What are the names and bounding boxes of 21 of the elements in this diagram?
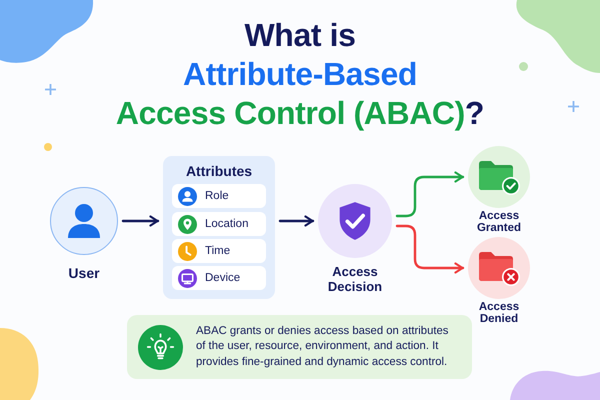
attribute-row	[172, 212, 266, 236]
attribute-label: Device	[205, 272, 240, 284]
node-label: Access Denied	[478, 301, 520, 325]
arrow	[396, 171, 464, 218]
node-label: User	[67, 265, 101, 282]
arrow	[122, 215, 160, 227]
attribute-label: Location	[205, 218, 248, 230]
attribute-row	[172, 184, 266, 208]
attribute-row	[172, 266, 266, 290]
info-text: ABAC grants or denies access based on attributes of the user, resource, environment, and action. It provides fine-grained and dynamic access control.	[196, 324, 450, 370]
node-label: Access Granted	[476, 210, 522, 234]
attributes-panel	[163, 156, 275, 299]
title: What is Attribute-Based Access Control (ABAC)?	[114, 16, 486, 133]
arrow	[278, 215, 314, 227]
node-label: Access Decision	[326, 264, 384, 294]
attribute-label: Role	[205, 190, 229, 202]
info-box	[127, 315, 472, 379]
attribute-label: Time	[205, 245, 230, 257]
panel-heading: Attributes	[184, 163, 254, 179]
arrow	[396, 224, 464, 274]
attribute-row	[172, 239, 266, 263]
